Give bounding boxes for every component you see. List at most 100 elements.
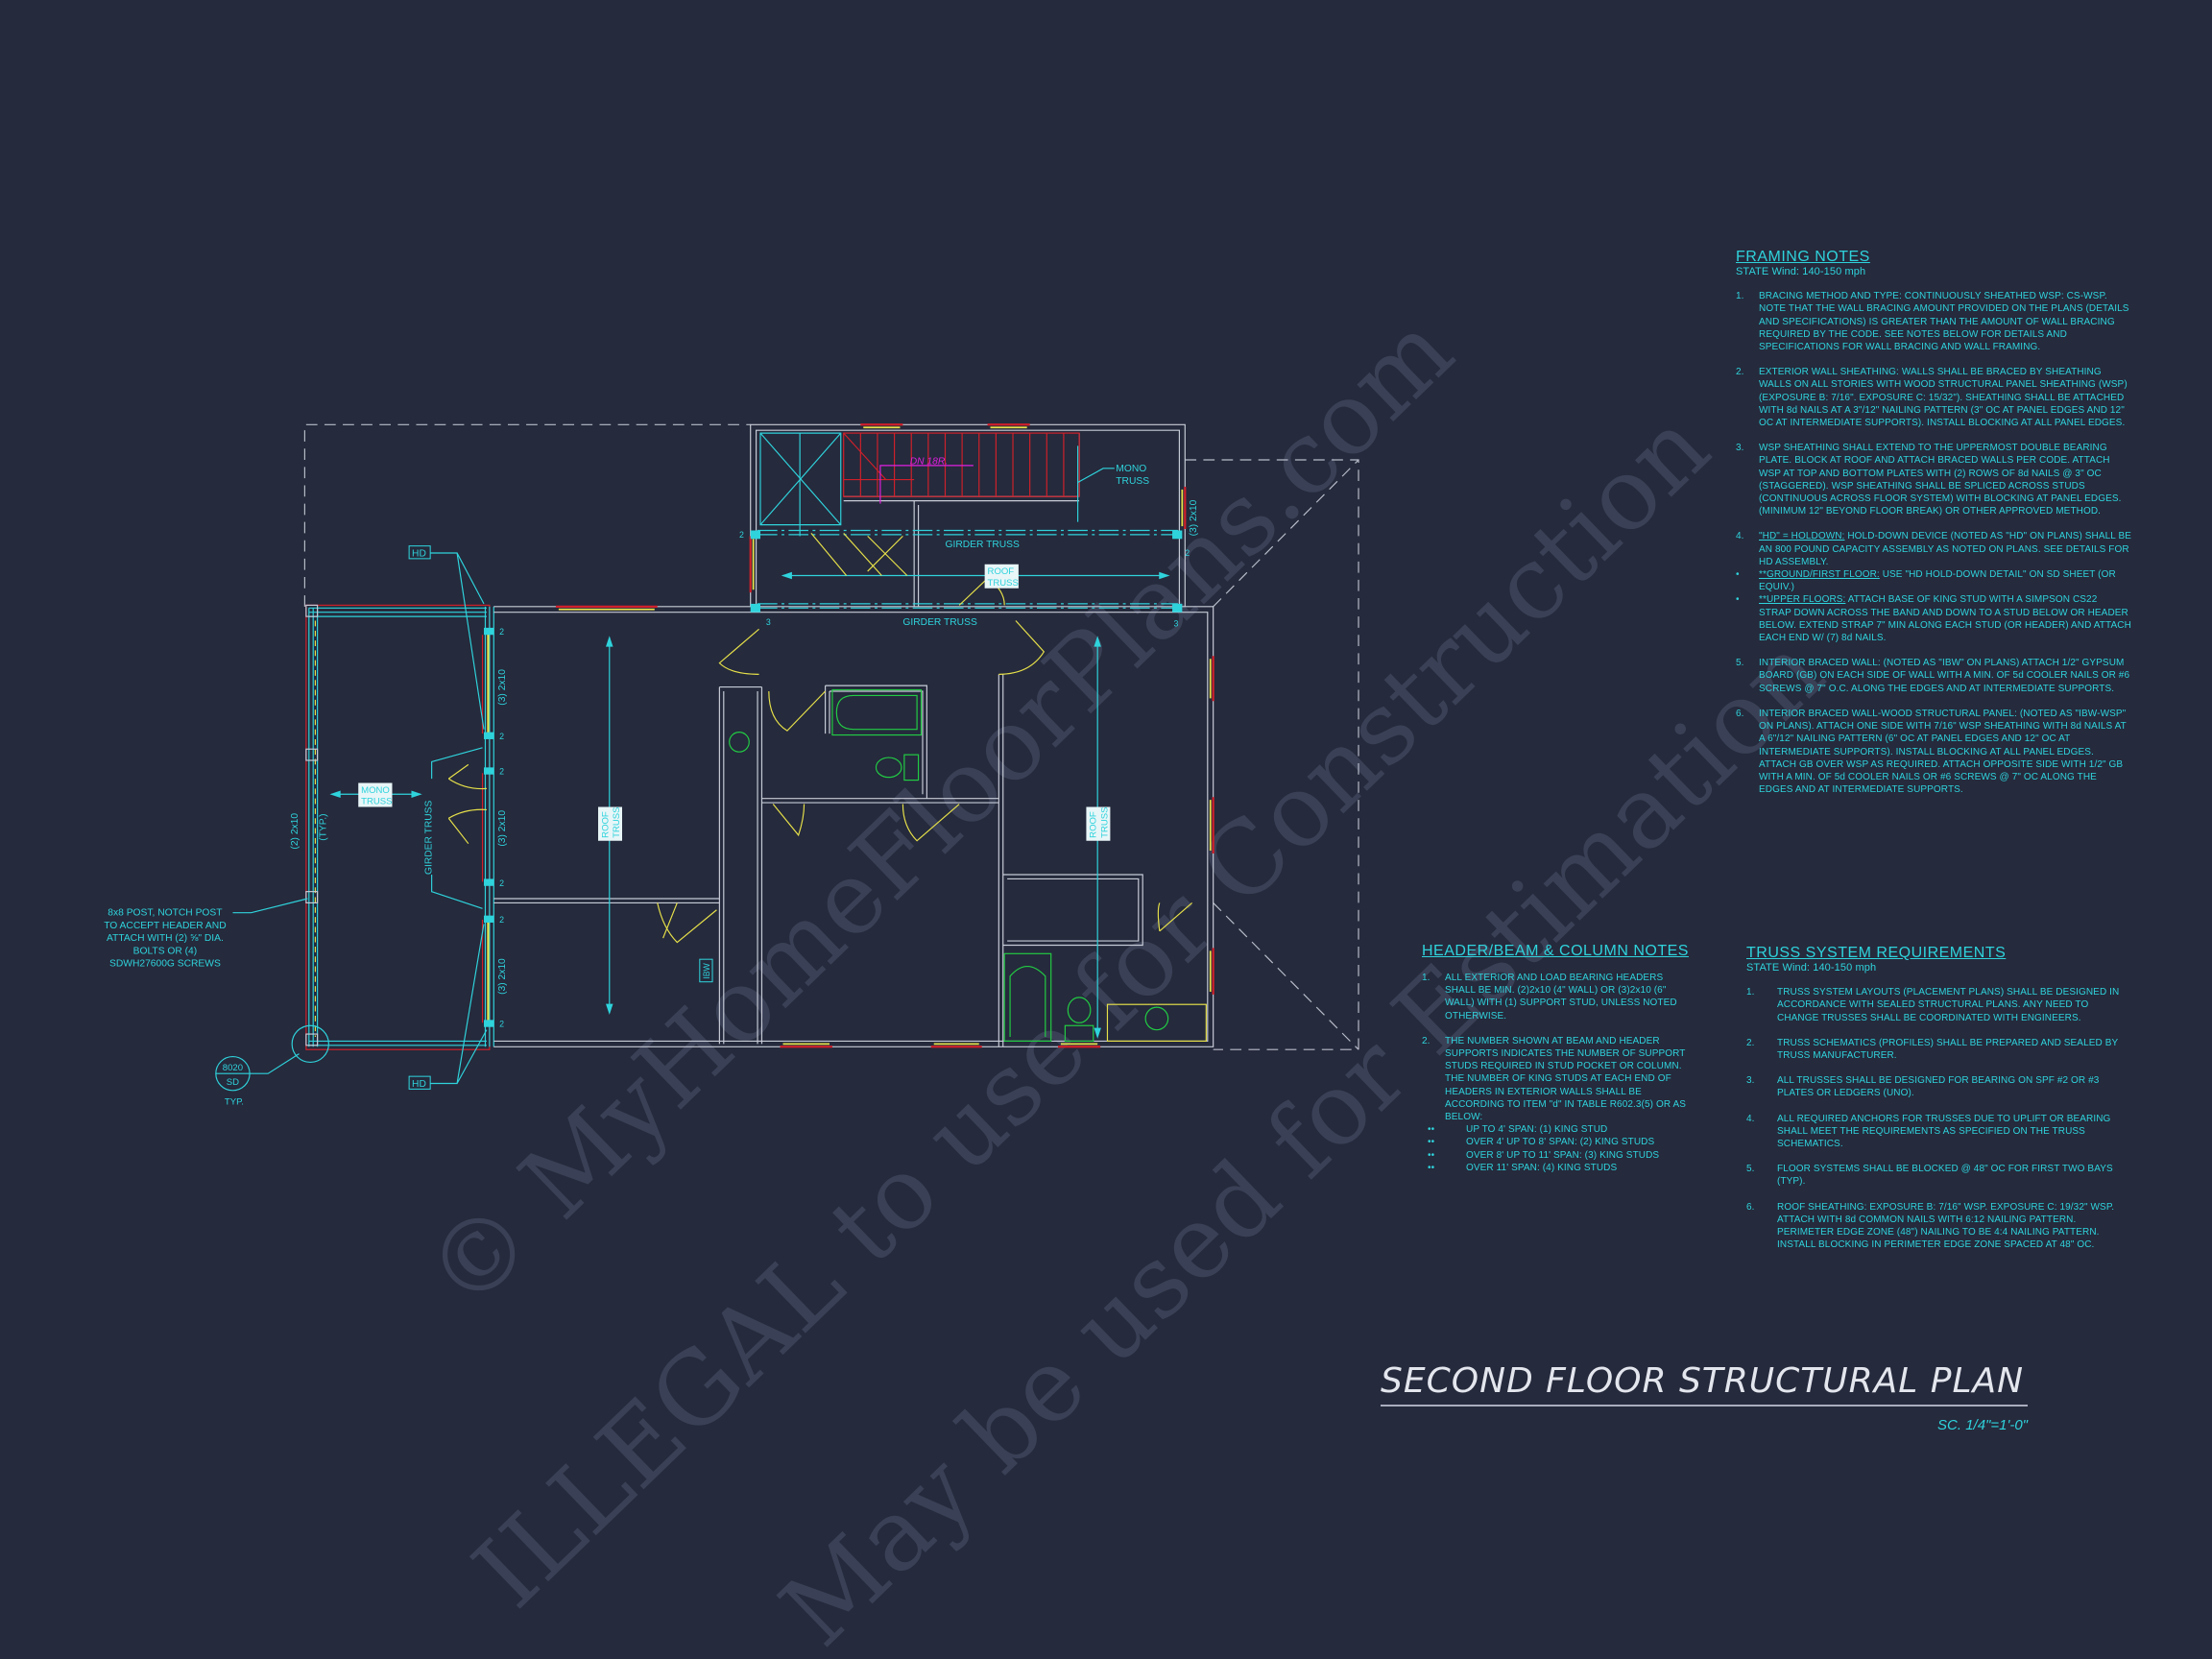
post-note-line: BOLTS OR (4) [133, 946, 198, 956]
girder-truss-label-lower: GIRDER TRUSS [902, 617, 977, 628]
stud-count: 2 [1185, 548, 1190, 558]
mono-truss-label-b: TRUSS [1116, 476, 1149, 487]
stud-count: 2 [499, 627, 504, 637]
note-text: INTERIOR BRACED WALL-WOOD STRUCTURAL PAN… [1759, 708, 2131, 796]
leaders [215, 552, 488, 1092]
bullet-text: OVER 8' UP TO 11' SPAN: (3) KING STUDS [1466, 1149, 1660, 1161]
roof-truss-label-l2: TRUSS [612, 806, 622, 837]
ibw-label: IBW [702, 962, 711, 978]
note-item: 5. INTERIOR BRACED WALL: (NOTED AS "IBW" … [1736, 657, 2131, 695]
roof-truss-label-r1: ROOF [1089, 811, 1099, 838]
header-bullet-item: ••OVER 4' UP TO 8' SPAN: (2) KING STUDS [1422, 1136, 1693, 1148]
note-item: 1. BRACING METHOD AND TYPE: CONTINUOUSLY … [1736, 290, 2131, 353]
note-text: **UPPER FLOORS: ATTACH BASE OF KING STUD… [1759, 593, 2131, 644]
note-body: USE "HD HOLD-DOWN DETAIL" ON SD SHEET (O… [1759, 569, 2116, 593]
stair-note: DN 18R. [910, 456, 948, 467]
note-text: ROOF SHEATHING: EXPOSURE B: 7/16" WSP. E… [1777, 1201, 2132, 1252]
note-lead: **UPPER FLOORS: [1759, 594, 1846, 606]
note-text: **GROUND/FIRST FLOOR: USE "HD HOLD-DOWN … [1759, 568, 2131, 593]
note-number: 3. [1736, 443, 1744, 454]
bullet-mark: •• [1428, 1162, 1435, 1173]
header-bullet-item: ••UP TO 4' SPAN: (1) KING STUD [1422, 1123, 1693, 1136]
note-body: ALL REQUIRED ANCHORS FOR TRUSSES DUE TO … [1777, 1113, 2111, 1150]
note-body: INTERIOR BRACED WALL: (NOTED AS "IBW" ON… [1759, 658, 2130, 694]
note-item: 1. TRUSS SYSTEM LAYOUTS (PLACEMENT PLANS)… [1746, 986, 2132, 1024]
mono-truss-label-1: MONO [361, 785, 390, 796]
roof-truss-label-h1: ROOF [988, 566, 1015, 577]
note-body: HOLD-DOWN DEVICE (NOTED AS "HD" ON PLANS… [1759, 531, 2131, 567]
framing-notes: FRAMING NOTES STATE Wind: 140-150 mph 1.… [1736, 249, 2131, 808]
post-note: 8x8 POST, NOTCH POST TO ACCEPT HEADER AN… [104, 908, 226, 970]
sheet-title: SECOND FLOOR STRUCTURAL PLAN [1381, 1361, 2025, 1401]
note-body: INTERIOR BRACED WALL-WOOD STRUCTURAL PAN… [1759, 708, 2127, 796]
note-item: 5.FLOOR SYSTEMS SHALL BE BLOCKED @ 48" O… [1746, 1163, 2132, 1188]
note-text: FLOOR SYSTEMS SHALL BE BLOCKED @ 48" OC … [1777, 1163, 2132, 1188]
header-bullet-item: •• OVER 8' UP TO 11' SPAN: (3) KING STUDS [1422, 1149, 1693, 1162]
porch-beams [305, 604, 491, 1050]
header-label-1: (3) 2x10 [497, 669, 508, 706]
stud-count: 2 [499, 1020, 504, 1029]
stud-count: 3 [1174, 618, 1179, 628]
note-body: ALL EXTERIOR AND LOAD BEARING HEADERS SH… [1445, 973, 1677, 1022]
note-number: 6. [1736, 708, 1744, 719]
note-number: 1. [1746, 987, 1755, 998]
note-item: 2.THE NUMBER SHOWN AT BEAM AND HEADER SU… [1422, 1035, 1693, 1123]
porch-typ-label: (TYP.) [318, 813, 328, 840]
mono-truss-label-a: MONO [1116, 464, 1146, 474]
note-item: 6.ROOF SHEATHING: EXPOSURE B: 7/16" WSP.… [1746, 1201, 2132, 1252]
post-note-line: SDWH27600G SCREWS [109, 959, 221, 970]
note-number: • [1736, 594, 1740, 606]
bullet-mark: •• [1428, 1149, 1435, 1161]
note-number: 5. [1736, 658, 1744, 669]
note-body: ROOF SHEATHING: EXPOSURE B: 7/16" WSP. E… [1777, 1201, 2115, 1251]
title-underline [1381, 1405, 2028, 1407]
roof-outline-left [303, 423, 751, 607]
column-markers [484, 530, 1183, 1027]
note-text: "HD" = HOLDOWN: HOLD-DOWN DEVICE (NOTED … [1759, 530, 2131, 568]
header-beam-notes: HEADER/BEAM & COLUMN NOTES 1.ALL EXTERIO… [1422, 943, 1693, 1174]
note-text: ALL REQUIRED ANCHORS FOR TRUSSES DUE TO … [1777, 1113, 2132, 1151]
note-item: 2. EXTERIOR WALL SHEATHING: WALLS SHALL B… [1736, 366, 2131, 429]
note-lead: "HD" = HOLDOWN: [1759, 531, 1845, 542]
note-body: FLOOR SYSTEMS SHALL BE BLOCKED @ 48" OC … [1777, 1164, 2113, 1188]
note-item: 3. ALL TRUSSES SHALL BE DESIGNED FOR BEAR… [1746, 1074, 2132, 1099]
detail-callout-typ: TYP. [225, 1097, 244, 1108]
exterior-walls [493, 423, 1214, 1047]
post-note-line: ATTACH WITH (2) ⅝" DIA. [107, 933, 224, 944]
note-lead: **GROUND/FIRST FLOOR: [1759, 569, 1880, 581]
note-item: 2.TRUSS SCHEMATICS (PROFILES) SHALL BE P… [1746, 1037, 2132, 1062]
note-number: 3. [1746, 1075, 1755, 1087]
note-item: 4.ALL REQUIRED ANCHORS FOR TRUSSES DUE T… [1746, 1113, 2132, 1151]
stud-count-markers: 2 2 2 2 2 2 2 3 3 2 [499, 530, 1190, 1029]
note-item: 6. INTERIOR BRACED WALL-WOOD STRUCTURAL P… [1736, 708, 2131, 796]
stud-count: 2 [499, 767, 504, 777]
detail-callout-sheet: SD [227, 1077, 239, 1088]
note-body: EXTERIOR WALL SHEATHING: WALLS SHALL BE … [1759, 367, 2128, 429]
note-number: 2. [1736, 367, 1744, 378]
note-text: BRACING METHOD AND TYPE: CONTINUOUSLY SH… [1759, 290, 2131, 353]
stair [843, 432, 1080, 504]
note-body: BRACING METHOD AND TYPE: CONTINUOUSLY SH… [1759, 291, 2129, 353]
stud-count: 2 [499, 878, 504, 888]
roof-truss-label-r2: TRUSS [1099, 806, 1110, 837]
note-number: 4. [1736, 531, 1744, 542]
bullet-mark: •• [1428, 1137, 1435, 1148]
plumbing-fixtures [729, 688, 1169, 1042]
stud-count: 2 [499, 732, 504, 741]
note-body: TRUSS SYSTEM LAYOUTS (PLACEMENT PLANS) S… [1777, 987, 2120, 1023]
note-number: • [1736, 569, 1740, 581]
roof-truss-label-h2: TRUSS [988, 578, 1019, 589]
note-item: • **GROUND/FIRST FLOOR: USE "HD HOLD-DOWN… [1736, 568, 2131, 593]
note-item: • **UPPER FLOORS: ATTACH BASE OF KING STU… [1736, 593, 2131, 644]
girder-wall [481, 606, 494, 1047]
post-note-line: TO ACCEPT HEADER AND [104, 921, 226, 931]
vanity [1106, 1003, 1207, 1042]
header-label-4: (3) 2x10 [1189, 499, 1199, 536]
note-number: 1. [1736, 291, 1744, 302]
roof-outline-right [1185, 459, 1359, 1050]
note-body: ALL TRUSSES SHALL BE DESIGNED FOR BEARIN… [1777, 1075, 2100, 1099]
note-item: 3.WSP SHEATHING SHALL EXTEND TO THE UPPE… [1736, 442, 2131, 517]
header-bullet-item: ••OVER 11' SPAN: (4) KING STUDS [1422, 1162, 1693, 1174]
